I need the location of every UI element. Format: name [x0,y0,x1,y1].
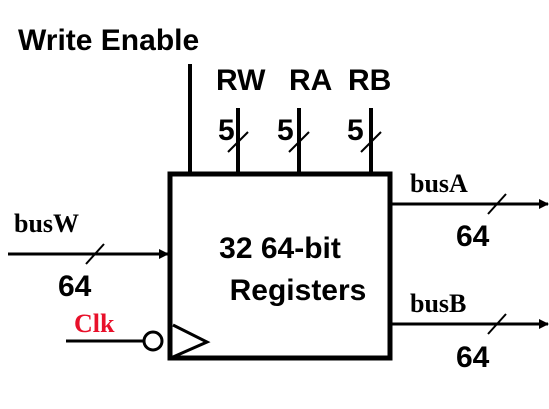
block-label-line1: 32 64-bit [219,232,341,265]
write-enable-label: Write Enable [18,24,199,57]
ra-bus-slash [288,131,310,153]
busb-bus-slash [487,313,507,335]
rw-width-label: 5 [218,114,235,147]
ra-label: RA [289,64,332,97]
block-label-line2: Registers [230,274,367,307]
ra-width-label: 5 [277,114,294,147]
clk-label: Clk [74,309,115,338]
busa-bus-slash [487,193,507,215]
rb-bus-slash [360,131,382,153]
busa-label: busA [410,169,468,198]
busa-width-label: 64 [456,220,490,253]
busw-label: busW [14,209,79,238]
clk-inversion-bubble [142,330,164,352]
rb-width-label: 5 [347,114,364,147]
rw-bus-slash [227,131,249,153]
busb-width-label: 64 [456,341,490,374]
clk-edge-triangle [172,323,211,359]
busw-bus-slash [85,243,105,265]
register-file-block [167,171,393,361]
rw-label: RW [216,64,266,97]
busb-label: busB [410,289,466,318]
rb-label: RB [348,64,391,97]
busw-width-label: 64 [58,270,92,303]
